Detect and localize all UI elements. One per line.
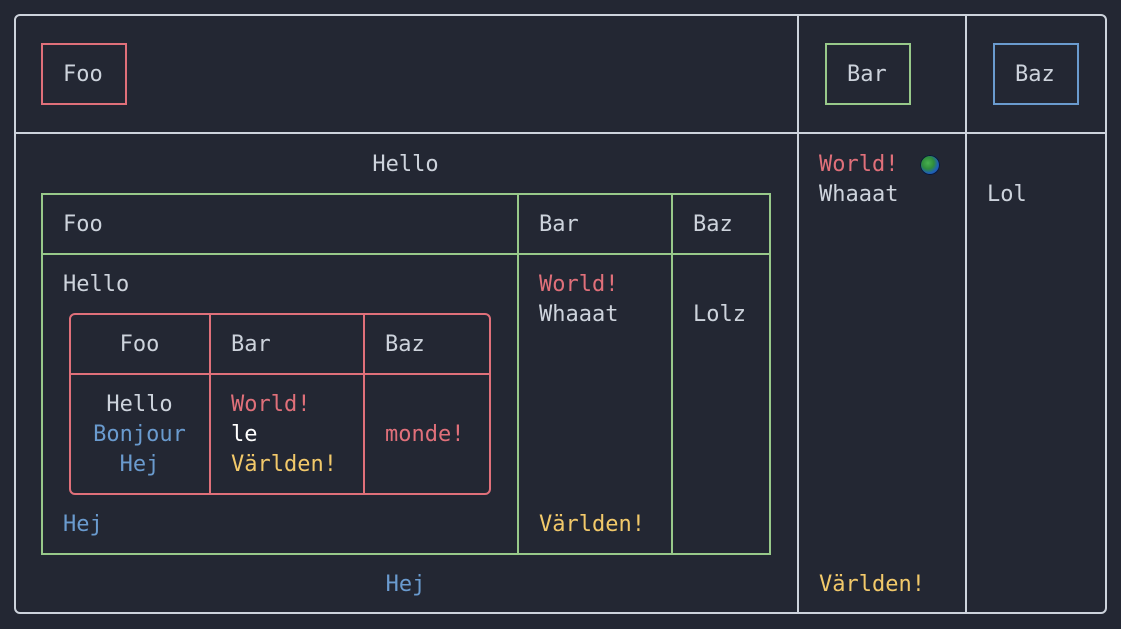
outer-cell-lol: Lol — [987, 182, 1027, 207]
inner-cell-world: World! — [231, 392, 311, 417]
inner-cell-varlden: Världen! — [231, 452, 337, 477]
middle-header-divider — [41, 253, 771, 255]
inner-header-foo: Foo — [119, 332, 160, 357]
inner-cell-bonjour: Bonjour — [93, 422, 186, 447]
inner-header-divider — [69, 373, 491, 375]
inner-cell-monde: monde! — [385, 422, 465, 447]
outer-header-baz-label: Baz — [1015, 62, 1055, 87]
outer-cell-world: World! — [819, 152, 899, 177]
middle-divider-1 — [517, 193, 519, 555]
middle-table — [41, 193, 771, 555]
middle-cell-lolz: Lolz — [693, 302, 746, 327]
middle-cell-hej: Hej — [63, 512, 103, 537]
middle-header-bar: Bar — [539, 212, 579, 237]
outer-divider-2 — [965, 14, 967, 614]
outer-table — [14, 14, 1107, 614]
outer-header-bar — [825, 43, 911, 105]
middle-cell-whaaat: Whaaat — [539, 302, 619, 327]
middle-cell-hello: Hello — [63, 272, 130, 297]
outer-cell-hello: Hello — [372, 152, 439, 177]
middle-header-baz: Baz — [693, 212, 733, 237]
middle-cell-world: World! — [539, 272, 619, 297]
inner-cell-le: le — [231, 422, 258, 447]
inner-header-baz: Baz — [385, 332, 425, 357]
outer-header-bar-label: Bar — [847, 62, 887, 87]
inner-divider-2 — [363, 313, 365, 495]
globe-icon — [920, 155, 940, 175]
inner-header-bar: Bar — [231, 332, 271, 357]
inner-cell-hello: Hello — [106, 392, 173, 417]
inner-divider-1 — [209, 313, 211, 495]
outer-header-foo-label: Foo — [63, 62, 103, 87]
outer-header-divider — [14, 132, 1107, 134]
middle-divider-2 — [671, 193, 673, 555]
inner-cell-hej: Hej — [119, 452, 160, 477]
outer-cell-hej: Hej — [385, 572, 426, 597]
outer-cell-whaaat: Whaaat — [819, 182, 899, 207]
outer-header-foo — [41, 43, 127, 105]
outer-divider-1 — [797, 14, 799, 614]
inner-table — [69, 313, 491, 495]
outer-cell-varlden: Världen! — [819, 572, 925, 597]
middle-cell-varlden: Världen! — [539, 512, 645, 537]
outer-header-baz — [993, 43, 1079, 105]
middle-header-foo: Foo — [63, 212, 103, 237]
